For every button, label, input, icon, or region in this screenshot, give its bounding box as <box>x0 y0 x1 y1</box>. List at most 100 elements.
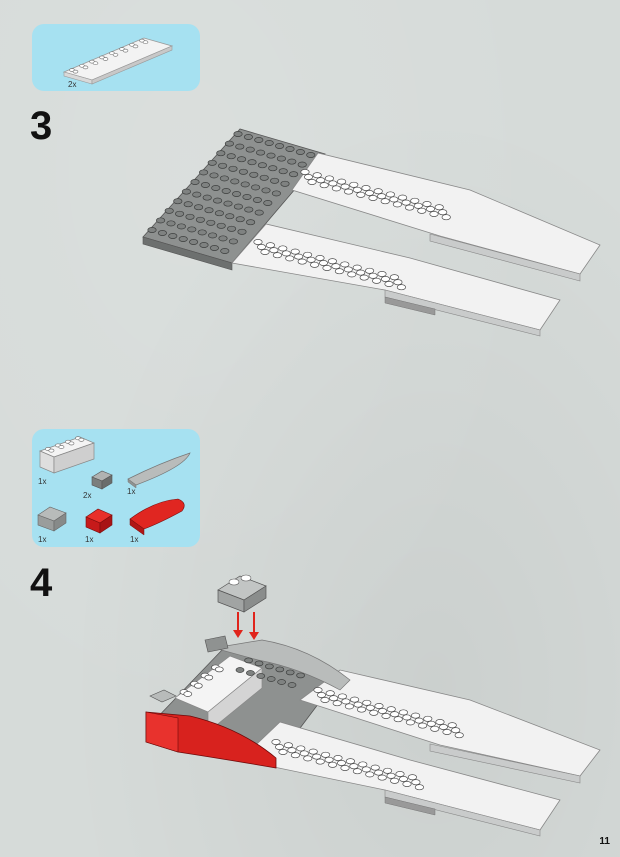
stud <box>454 732 464 739</box>
stud <box>78 437 85 442</box>
stud <box>423 715 433 722</box>
stud <box>411 712 421 719</box>
stud <box>289 171 299 178</box>
stud <box>349 763 359 770</box>
stud <box>216 150 226 157</box>
stud <box>245 146 255 153</box>
stud <box>256 244 267 250</box>
stud <box>381 713 391 719</box>
stud <box>362 699 372 706</box>
stud <box>265 663 274 670</box>
stud <box>389 274 399 281</box>
stud <box>393 716 403 723</box>
stud <box>389 196 399 203</box>
stud <box>274 744 285 750</box>
stud <box>246 219 256 226</box>
stud <box>322 265 332 271</box>
stud <box>216 222 226 229</box>
stud <box>398 194 408 201</box>
stud <box>377 708 388 714</box>
stud <box>168 233 178 239</box>
stud <box>352 264 362 271</box>
stud <box>414 784 424 791</box>
part-quantity: 1x <box>38 477 47 486</box>
stud <box>312 172 322 179</box>
stud <box>384 281 394 287</box>
stud <box>430 725 440 732</box>
stud <box>219 175 229 182</box>
stud <box>336 760 347 766</box>
stud <box>438 209 448 216</box>
stud <box>422 201 432 207</box>
stud <box>353 701 363 708</box>
stud <box>425 206 436 212</box>
stud <box>259 174 269 181</box>
stud <box>312 753 322 760</box>
stud <box>373 188 383 195</box>
stud <box>132 44 139 49</box>
stud <box>227 225 237 232</box>
stud <box>156 217 166 224</box>
stud <box>209 245 219 251</box>
slope-2x2-light-gray-icon <box>37 506 67 532</box>
stud <box>233 203 243 210</box>
stud <box>315 255 325 261</box>
stud <box>386 706 396 713</box>
stud <box>92 61 99 66</box>
stud <box>356 269 366 276</box>
stud <box>442 729 452 735</box>
stud <box>295 149 305 155</box>
stud <box>438 724 449 730</box>
stud <box>266 676 276 682</box>
page-number: 11 <box>599 836 610 847</box>
stud <box>221 188 231 194</box>
stud <box>263 200 273 206</box>
stud <box>356 191 366 198</box>
stud <box>252 197 262 203</box>
stud <box>287 747 297 754</box>
stud <box>237 156 247 163</box>
stud <box>261 187 271 194</box>
stud <box>290 248 300 255</box>
stud <box>254 209 264 216</box>
stud <box>277 679 286 685</box>
stud <box>303 174 314 180</box>
stud <box>321 751 331 758</box>
stud <box>441 214 451 221</box>
stud <box>328 761 338 768</box>
stud <box>244 206 254 213</box>
stud <box>402 714 412 721</box>
stud <box>315 758 325 765</box>
stud <box>390 777 400 784</box>
stud <box>418 722 428 729</box>
stud <box>238 168 248 175</box>
stud <box>272 252 282 259</box>
stud <box>318 260 329 266</box>
stud <box>264 140 274 146</box>
stud <box>299 750 309 757</box>
stud <box>72 69 79 74</box>
stud <box>337 178 347 185</box>
stud <box>122 48 129 53</box>
stud <box>193 682 203 689</box>
stud <box>230 178 240 185</box>
stud <box>175 210 185 217</box>
stud <box>392 201 402 208</box>
stud <box>405 204 415 211</box>
stud <box>340 183 350 190</box>
stud <box>249 171 259 178</box>
stud <box>218 162 228 169</box>
stud <box>414 717 424 724</box>
stud <box>232 191 242 197</box>
stud <box>385 191 395 198</box>
stud <box>185 213 195 220</box>
stud <box>451 727 461 734</box>
stud <box>447 722 457 729</box>
stud <box>254 137 264 143</box>
stud <box>337 693 347 700</box>
stud <box>285 669 295 676</box>
stud <box>173 198 183 205</box>
stud <box>176 223 186 230</box>
part-quantity: 2x <box>83 491 92 500</box>
stud <box>228 238 238 245</box>
